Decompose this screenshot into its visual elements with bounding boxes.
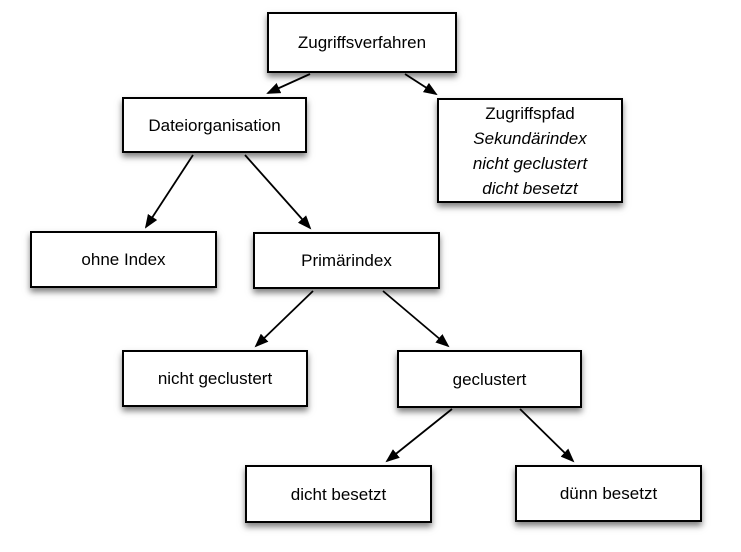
node-duenn-besetzt: dünn besetzt (515, 465, 702, 522)
node-nicht-geclustert: nicht geclustert (122, 350, 308, 407)
node-label-line: Zugriffspfad (485, 103, 575, 123)
node-label: Dateiorganisation (148, 115, 281, 135)
node-ohne-index: ohne Index (30, 231, 217, 288)
node-geclustert: geclustert (397, 350, 582, 408)
node-dicht-besetzt: dicht besetzt (245, 465, 432, 523)
node-label: nicht geclustert (157, 369, 273, 388)
node-zugriffsverfahren: Zugriffsverfahren (267, 12, 457, 73)
node-zugriffspfad: Zugriffspfad Sekundärindex nicht geclust… (437, 98, 623, 203)
node-label: dicht besetzt (290, 484, 387, 504)
arrow-geclustert-to-dicht-besetzt (385, 408, 453, 463)
node-label: Primärindex (301, 251, 392, 270)
node-label-line: nicht geclustert (472, 153, 588, 173)
arrow-primaerindex-to-geclustert (382, 290, 450, 348)
node-label-line: Sekundärindex (473, 128, 587, 148)
arrow-root-to-zugriffspfad (404, 73, 438, 96)
arrow-dateiorganisation-to-primaerindex (244, 154, 312, 230)
node-label: dünn besetzt (559, 484, 658, 503)
arrow-root-to-dateiorganisation (266, 73, 311, 94)
node-label: geclustert (452, 369, 527, 389)
node-dateiorganisation: Dateiorganisation (122, 97, 307, 153)
node-label-line: dicht besetzt (482, 178, 578, 198)
node-primaerindex: Primärindex (253, 232, 440, 289)
node-label: ohne Index (81, 250, 166, 269)
arrow-geclustert-to-duenn-besetzt (519, 408, 575, 463)
arrow-primaerindex-to-nicht-geclustert (254, 290, 314, 348)
node-label: Zugriffsverfahren (297, 33, 427, 52)
arrow-dateiorganisation-to-ohne-index (144, 154, 194, 229)
